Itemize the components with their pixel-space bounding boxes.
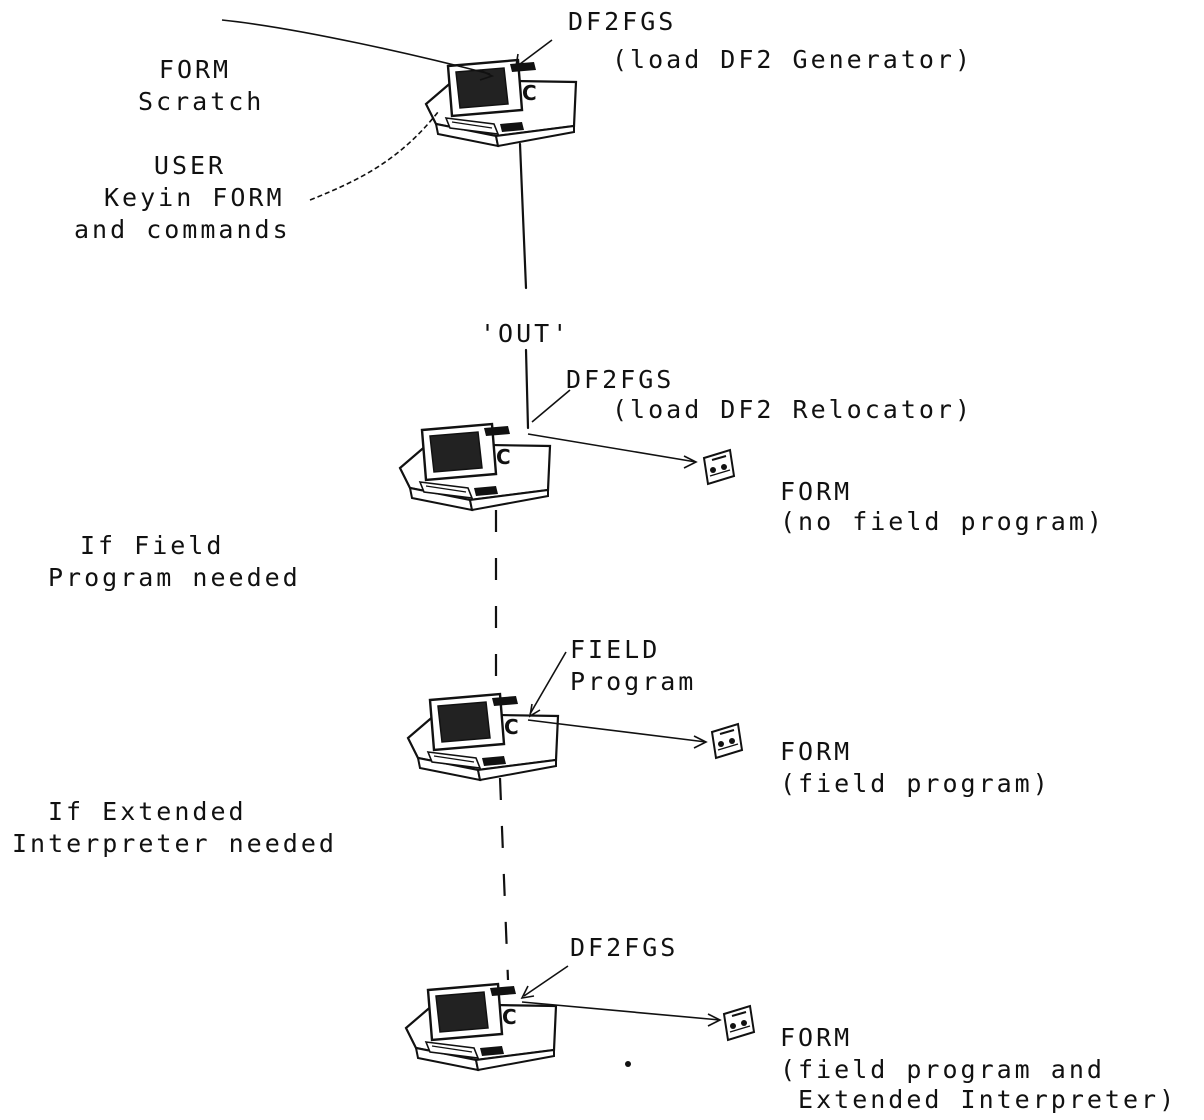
flow-line-2 — [524, 348, 530, 430]
stage3-input-line1: FIELD — [570, 635, 661, 664]
cond2-line2: Interpreter needed — [12, 829, 337, 858]
stage1-input-desc: (load DF2 Generator) — [612, 45, 974, 74]
stage3-output-desc: (field program) — [780, 769, 1051, 798]
out-label: 'OUT' — [480, 319, 571, 348]
stage2-output-desc: (no field program) — [780, 507, 1105, 536]
output-arrowhead-4 — [707, 1013, 722, 1027]
cond2-line1: If Extended — [48, 797, 247, 826]
field-program-arrow — [529, 651, 567, 715]
cassette-tape-icon — [711, 723, 743, 759]
form-scratch-title: FORM — [158, 55, 232, 84]
df2fgs-arrowhead-1 — [515, 53, 529, 67]
stage1-input-label: DF2FGS — [568, 7, 677, 36]
cond1-line1: If Field — [80, 531, 225, 560]
output-arrow-2 — [527, 433, 697, 463]
stage4-output-title: FORM — [780, 1023, 853, 1052]
cassette-tape-icon — [723, 1005, 755, 1041]
stage3-output-title: FORM — [780, 737, 853, 766]
computer-terminal-icon — [398, 422, 552, 512]
flow-line-1 — [518, 142, 528, 290]
computer-terminal-icon — [406, 692, 560, 782]
df2fgs-arrow-2 — [531, 389, 571, 423]
stage2-output-title: FORM — [780, 477, 853, 506]
cassette-tape-icon — [703, 449, 735, 485]
user-line2: and commands — [74, 215, 291, 244]
form-scratch-arrowhead — [479, 69, 495, 81]
df2fgs-arrowhead-4 — [520, 985, 535, 1000]
stage2-input-desc: (load DF2 Relocator) — [612, 395, 974, 424]
output-arrow-3 — [527, 719, 707, 743]
form-scratch-arrow — [221, 19, 491, 75]
stage4-output-line2: Extended Interpreter) — [780, 1085, 1178, 1114]
computer-terminal-icon — [424, 58, 578, 148]
ink-dot — [625, 1061, 631, 1067]
output-arrow-4 — [521, 1001, 721, 1021]
cond1-line2: Program needed — [48, 563, 301, 592]
stage2-input-label: DF2FGS — [566, 365, 675, 394]
form-scratch-sub: Scratch — [138, 87, 265, 116]
output-arrowhead-3 — [693, 735, 708, 749]
user-line1: Keyin FORM — [104, 183, 285, 212]
df2fgs-arrow-1 — [519, 39, 553, 65]
user-title: USER — [153, 151, 227, 180]
stage4-input-label: DF2FGS — [570, 933, 679, 962]
dashed-flow-line-2 — [498, 777, 510, 981]
user-keyin-arrow — [309, 111, 439, 201]
stage3-input-line2: Program — [570, 667, 697, 696]
field-program-arrowhead — [528, 703, 541, 718]
df2fgs-arrow-4 — [523, 965, 569, 997]
output-arrowhead-2 — [683, 455, 698, 469]
stage4-output-line1: (field program and — [780, 1055, 1105, 1084]
computer-terminal-icon — [404, 982, 558, 1072]
